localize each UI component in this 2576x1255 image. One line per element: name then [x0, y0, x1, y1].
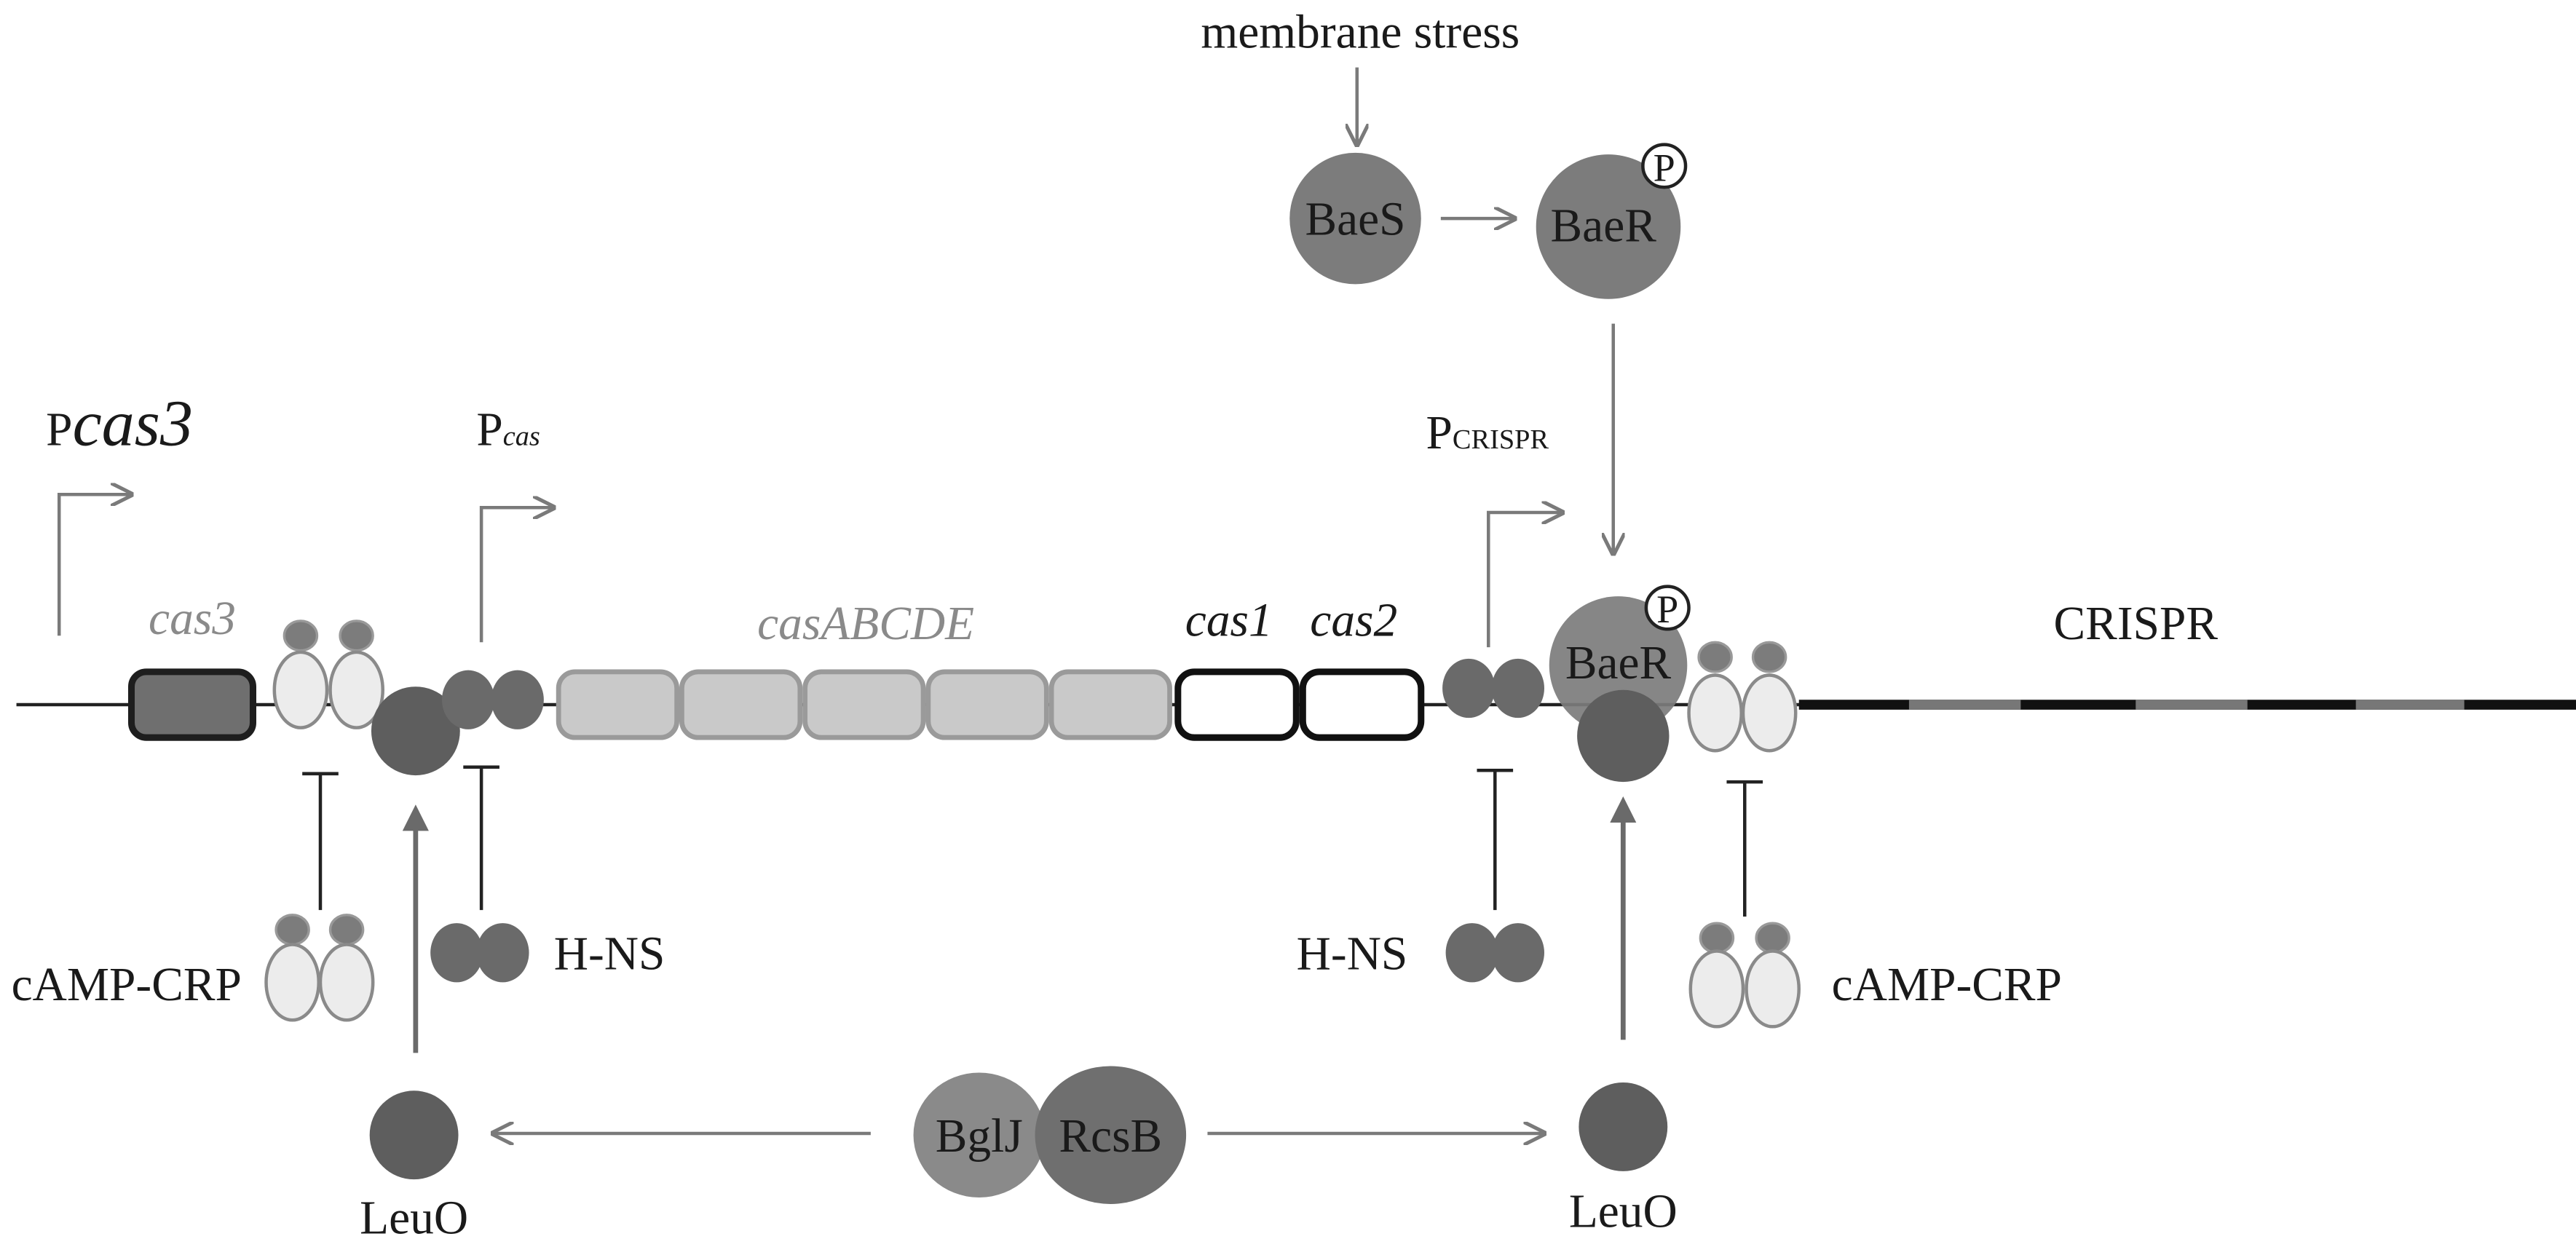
camp-crp-bound-left — [272, 619, 384, 729]
pcrispr-promoter: PCRISPR — [1426, 407, 1562, 648]
bglj-rcsb-complex: BglJ RcsB — [913, 1066, 1187, 1204]
cas2-label: cas2 — [1310, 594, 1397, 646]
hns-left-label: H-NS — [554, 927, 665, 980]
camp-crp-free-right — [1688, 922, 1801, 1029]
hns-free-right — [1445, 923, 1544, 983]
bglj-protein — [913, 1072, 1046, 1197]
casABCDE-label: casABCDE — [757, 598, 974, 650]
pcas-promoter: Pcas — [476, 404, 553, 643]
casABCDE-genes — [556, 669, 1172, 740]
rcsb-protein — [1035, 1066, 1187, 1204]
svg-text:P: P — [1654, 146, 1675, 189]
leuo-free-right — [1579, 1082, 1668, 1171]
camp-crp-left-repression — [302, 772, 339, 911]
svg-text:P: P — [1656, 587, 1678, 631]
leuo-free-left — [369, 1090, 459, 1180]
camp-crp-bound-right — [1687, 641, 1798, 753]
svg-text:BaeR: BaeR — [1565, 637, 1672, 689]
baes-protein: BaeS — [1289, 152, 1421, 285]
cas1-gene — [1174, 668, 1300, 741]
camp-crp-right-label: cAMP-CRP — [1832, 959, 2062, 1011]
camp-crp-left-label: cAMP-CRP — [12, 959, 242, 1011]
cas3-gene — [127, 668, 256, 741]
cas2-gene — [1299, 668, 1425, 741]
crispr-label: CRISPR — [2054, 598, 2219, 650]
leuo-right-label: LeuO — [1569, 1186, 1678, 1238]
hns-bound-right — [1442, 658, 1544, 718]
hns-free-left — [430, 923, 529, 983]
membrane-stress-label: membrane stress — [1201, 6, 1520, 58]
phospho-icon: P — [1641, 143, 1688, 189]
svg-text:PCRISPR: PCRISPR — [1426, 407, 1549, 459]
svg-text:RcsB: RcsB — [1059, 1110, 1162, 1163]
svg-text:Pcas3: Pcas3 — [46, 387, 193, 460]
svg-text:BaeR: BaeR — [1551, 200, 1657, 253]
baer-protein: BaeR P — [1536, 143, 1688, 299]
camp-crp-free-left — [264, 914, 375, 1022]
hns-right-label: H-NS — [1297, 927, 1408, 980]
hns-right-repression — [1477, 769, 1514, 911]
leuo-left-label: LeuO — [360, 1192, 468, 1245]
phospho-icon: P — [1644, 585, 1691, 631]
baer-bound: BaeR P — [1549, 585, 1691, 783]
camp-crp-right-repression — [1726, 780, 1763, 917]
svg-text:Pcas: Pcas — [476, 404, 540, 456]
hns-bound-left — [441, 670, 544, 729]
svg-text:BaeS: BaeS — [1305, 194, 1405, 246]
pcas3-promoter: Pcas3 — [46, 387, 193, 636]
svg-text:BglJ: BglJ — [936, 1110, 1023, 1163]
leuo-bound-left — [371, 686, 460, 776]
hns-left-repression — [463, 765, 499, 911]
cas3-label: cas3 — [149, 593, 236, 645]
cas1-label: cas1 — [1185, 594, 1273, 646]
